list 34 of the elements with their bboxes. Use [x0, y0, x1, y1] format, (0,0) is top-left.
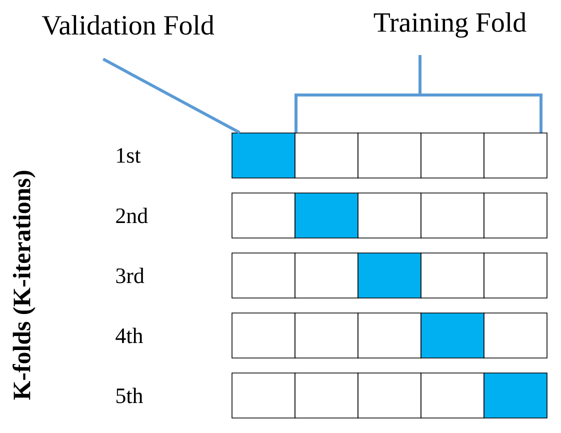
- fold-box: [232, 132, 296, 178]
- fold-box: [358, 252, 422, 298]
- fold-box: [484, 192, 548, 238]
- row-label: 1st: [117, 148, 141, 163]
- fold-box: [358, 372, 422, 418]
- fold-box: [294, 192, 358, 238]
- fold-box: [294, 312, 358, 358]
- row-label: 2nd: [116, 208, 148, 224]
- fold-box: [484, 132, 548, 178]
- fold-box: [420, 192, 484, 238]
- fold-box: [232, 312, 296, 358]
- fold-box: [294, 132, 358, 178]
- fold-box: [420, 132, 484, 178]
- axis-label: K-folds (K-iterations): [12, 170, 36, 400]
- fold-box: [484, 252, 548, 298]
- fold-box: [420, 372, 484, 418]
- row-label: 4th: [116, 328, 143, 344]
- fold-box: [232, 252, 296, 298]
- fold-box: [484, 312, 548, 358]
- fold-box: [232, 192, 296, 238]
- fold-box: [294, 372, 358, 418]
- fold-box: [358, 132, 422, 178]
- fold-box: [232, 372, 296, 418]
- fold-box: [484, 372, 548, 418]
- fold-box: [358, 312, 422, 358]
- title-text: Validation Fold: [42, 15, 214, 35]
- row-label: 3rd: [116, 268, 144, 284]
- fold-box: [420, 252, 484, 298]
- leader-line: [102, 58, 240, 134]
- fold-box: [358, 192, 422, 238]
- fold-box: [420, 312, 484, 358]
- fold-box: [294, 252, 358, 298]
- title-text: Training Fold: [374, 12, 526, 38]
- row-label: 5th: [116, 388, 143, 404]
